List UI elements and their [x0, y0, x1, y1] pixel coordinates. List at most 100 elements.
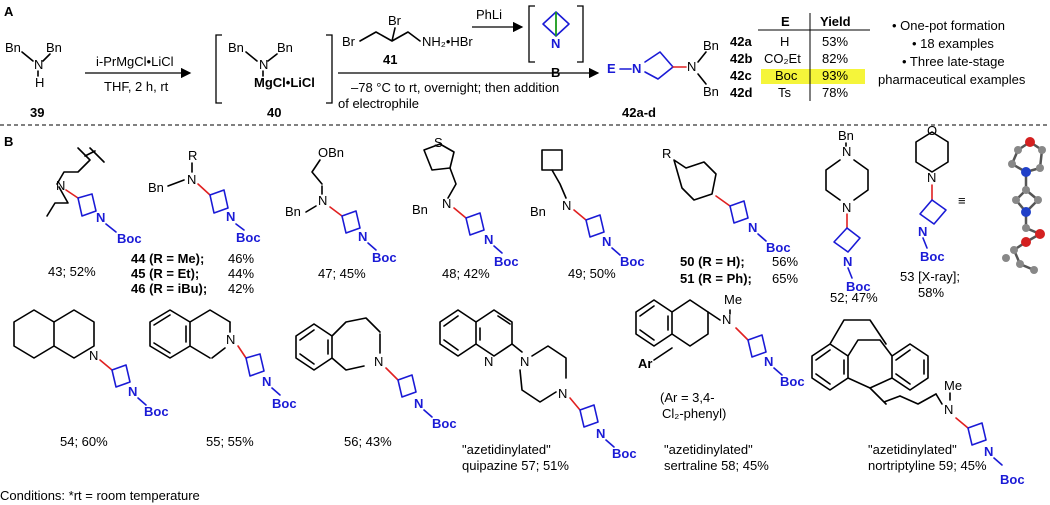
compound-50-51: R N N Boc 50 (R = H); 56% 51 (R = Ph); 6… [662, 146, 798, 286]
xray-structure [1002, 137, 1046, 274]
compound-43: N N Boc 43; 52% [46, 147, 142, 279]
n-atom: N [484, 354, 493, 369]
table-row-id: 42d [730, 85, 752, 100]
compound-yield: 46% [228, 251, 254, 266]
thiophene-ring [423, 143, 455, 171]
bonds [245, 51, 278, 77]
ring-bonds [542, 11, 570, 37]
new-bond [573, 209, 587, 221]
azetidine-ring [729, 200, 749, 224]
boc-group: Boc [612, 446, 637, 461]
compound-56: N N Boc 56; 43% [295, 317, 457, 449]
n-atom: N [520, 354, 529, 369]
compound-caption: 47; 45% [318, 266, 366, 281]
footer-conditions: Conditions: *rt = room temperature [0, 488, 200, 503]
compound-caption: 43; 52% [48, 264, 96, 279]
azetidine-ring [579, 404, 599, 428]
n-atom: N [414, 396, 423, 411]
n-atom: N [596, 426, 605, 441]
ar-group: Ar [638, 356, 652, 371]
bond [773, 367, 783, 376]
new-bond [329, 206, 343, 217]
carbon-atom [1014, 146, 1022, 154]
new-bond [955, 417, 969, 429]
carbon-atom [1010, 246, 1018, 254]
bn-label: Bn [46, 40, 62, 55]
boc-group: Boc [780, 374, 805, 389]
arrow-conditions: –78 °C to rt, overnight; then addition [351, 80, 559, 95]
bullet-text: pharmaceutical examples [878, 72, 1026, 87]
section-b-label: B [4, 134, 13, 149]
n-atom: N [262, 374, 271, 389]
table-cell: 82% [822, 51, 848, 66]
morpholine-ring [915, 131, 949, 173]
yield-table: E Yield 42a H 53% 42b CO₂Et 82% 42c Boc … [730, 13, 870, 101]
bonds [21, 51, 51, 77]
bracket-right [326, 34, 333, 104]
n-atom: N [984, 444, 993, 459]
carbon-atom [1022, 224, 1030, 232]
carbon-atom [1016, 260, 1024, 268]
allyl-chains [46, 147, 96, 217]
carbon-atom [1030, 266, 1038, 274]
bonds [697, 51, 707, 85]
n-atom: N [842, 144, 851, 159]
piperazine-ring [825, 142, 869, 201]
compound-yield: 44% [228, 266, 254, 281]
compound-caption: nortriptyline 59; 45% [868, 458, 987, 473]
boc-group: Boc [117, 231, 142, 246]
bn-label: Bn [148, 180, 164, 195]
bonds [935, 392, 951, 405]
compound-49: Bn N N Boc 49; 50% [530, 149, 645, 281]
new-bond [735, 327, 749, 341]
azetidine-ring [111, 364, 131, 388]
s-atom: S [434, 135, 443, 150]
boc-group: Boc [372, 250, 397, 265]
compound-52: Bn N N N Boc 52; 47% [825, 128, 878, 305]
table-cell: Ts [778, 85, 792, 100]
boc-group: Boc [144, 404, 169, 419]
compound-caption: "azetidinylated" [868, 442, 957, 457]
compound-number: 40 [267, 105, 281, 120]
mg-reagent: MgCl•LiCl [254, 75, 315, 90]
bond [235, 223, 245, 231]
highlight-row [761, 69, 865, 84]
n-atom: N [764, 354, 773, 369]
table-row-id: 42c [730, 68, 752, 83]
oxygen-atom [1021, 237, 1031, 247]
n-atom: N [918, 224, 927, 239]
table-cell: CO₂Et [764, 51, 801, 66]
obn-group: OBn [318, 145, 344, 160]
bond [367, 242, 377, 251]
br-atom: Br [342, 34, 356, 49]
carbon-atom [1008, 160, 1016, 168]
bond [611, 247, 621, 256]
table-header: Yield [820, 14, 851, 29]
new-bond [715, 195, 731, 207]
compound-number: 42a-d [622, 105, 656, 120]
bond [757, 233, 767, 242]
table-row-id: 42b [730, 51, 752, 66]
n-atom: N [56, 178, 65, 193]
compound-caption: 46 (R = iBu); [131, 281, 207, 296]
n-atom: N [722, 312, 731, 327]
bn-label: Bn [285, 204, 301, 219]
quinoline [439, 309, 513, 357]
azetidine-ring [833, 227, 861, 253]
arrow-conditions: of electrophile [338, 96, 419, 111]
bracket-left [528, 5, 535, 63]
n-atom: N [558, 386, 567, 401]
n-atom: N [632, 61, 641, 76]
compound-53: O N N Boc 53 [X-ray]; 58% ≡ [900, 123, 966, 300]
table-row-id: 42a [730, 34, 752, 49]
n-atom: N [226, 332, 235, 347]
bonds [167, 162, 193, 187]
e-group: E [607, 61, 616, 76]
n-atom: N [259, 57, 268, 72]
azetidine-ring [585, 214, 605, 238]
compound-caption: 53 [X-ray]; [900, 269, 960, 284]
bn-label: Bn [228, 40, 244, 55]
compound-59: N Me N Boc "azetidinylated" nortriptylin… [811, 319, 1025, 487]
tetralin [635, 299, 709, 347]
